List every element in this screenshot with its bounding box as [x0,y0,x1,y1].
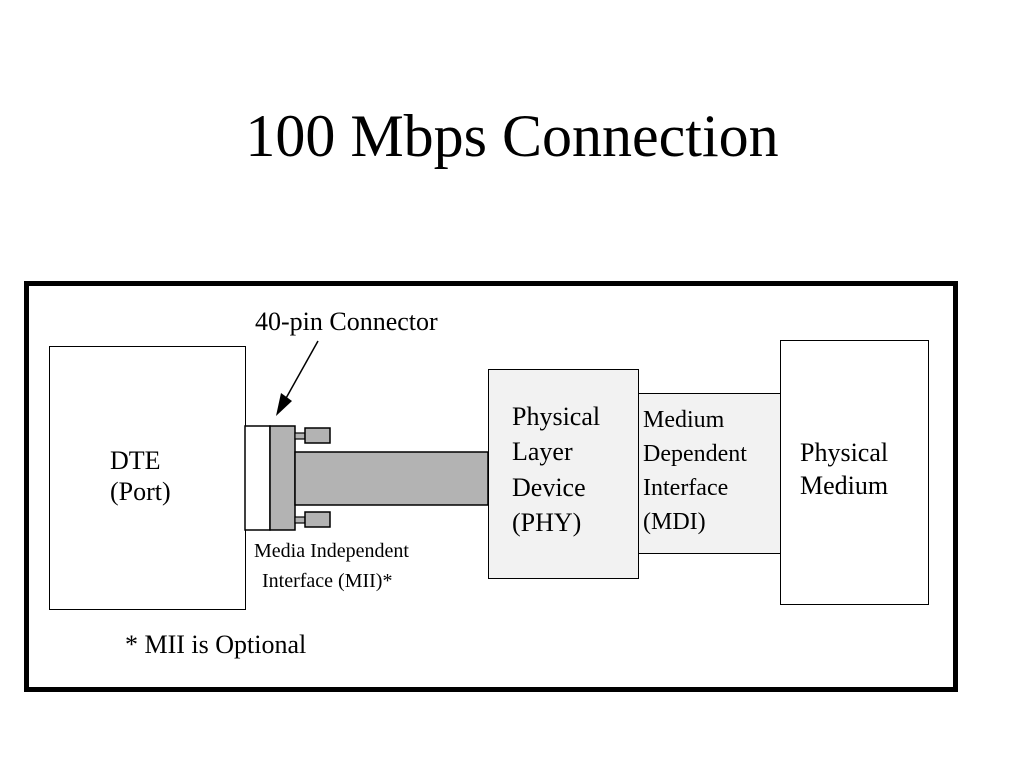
mii-label-2: Interface (MII)* [262,570,393,592]
slide-title: 100 Mbps Connection [245,103,779,169]
mdi-label-4: (MDI) [643,509,706,535]
phy-label-1: Physical [512,402,601,431]
connector-arrowhead [276,393,292,416]
mdi-label-1: Medium [643,407,725,433]
dte-port-socket [244,425,271,531]
phy-label-3: Device [512,473,586,502]
medium-label-1: Physical [800,438,889,467]
mdi-box [638,393,782,554]
phy-label-2: Layer [512,437,573,466]
mii-label-1: Media Independent [254,540,409,562]
connector-arrow-line [284,340,319,401]
footnote: * MII is Optional [125,630,307,659]
connector-screw-bottom-head [304,511,331,528]
dte-label: DTE [110,446,161,475]
phy-label-4: (PHY) [512,508,582,537]
mii-connector-body [269,425,296,531]
dte-port-label: (Port) [110,477,171,506]
connector-label: 40-pin Connector [255,307,438,336]
dte-box [49,346,246,610]
physical-medium-box [780,340,929,605]
mii-cable [294,451,489,506]
mdi-label-2: Dependent [643,441,747,467]
mdi-label-3: Interface [643,475,729,501]
medium-label-2: Medium [800,471,889,500]
connector-screw-top [294,432,306,440]
connector-screw-bottom [294,516,306,524]
connector-screw-top-head [304,427,331,444]
